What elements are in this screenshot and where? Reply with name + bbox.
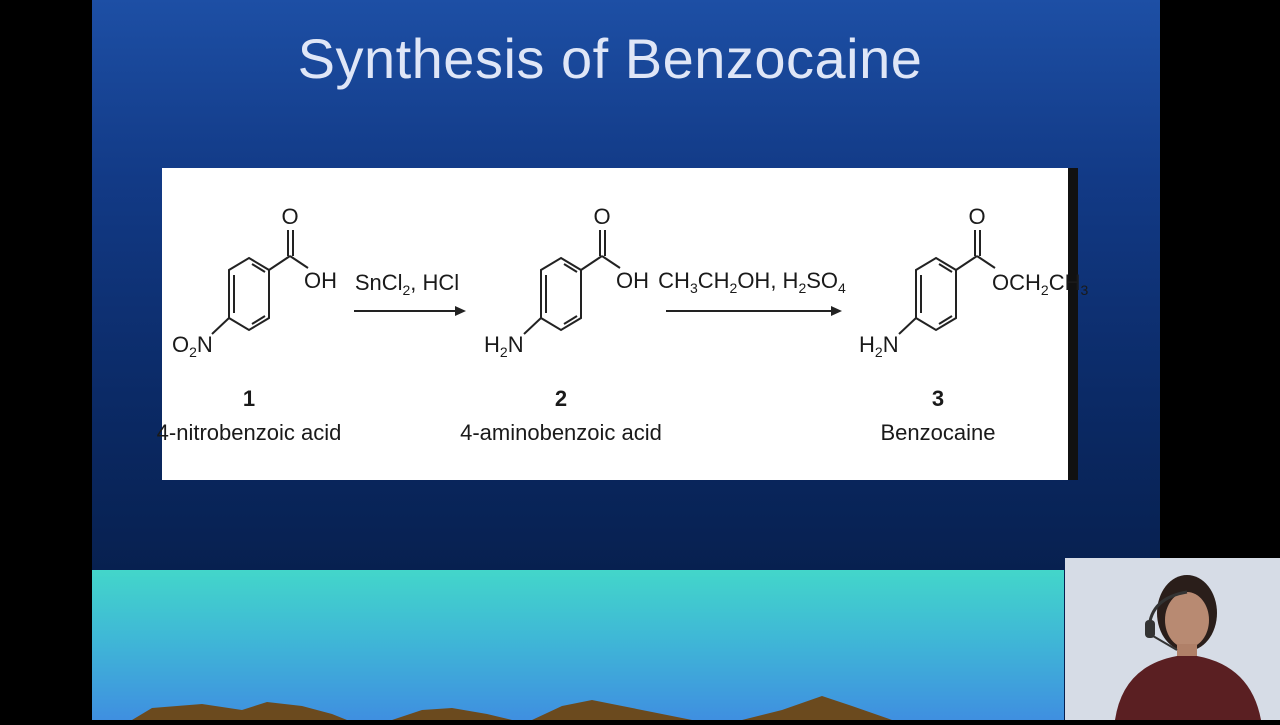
amino-group-label-2: H2N [484, 332, 524, 360]
presenter-webcam-video [1065, 558, 1280, 720]
mountain-silhouette [132, 696, 892, 720]
compound-name-1: 4-nitrobenzoic acid [157, 420, 342, 445]
step-1-reagent: SnCl2, HCl [355, 270, 459, 298]
benzene-ring-1 [211, 230, 309, 335]
carbonyl-oxygen-3: O [968, 204, 985, 229]
arrowhead-1 [455, 306, 466, 316]
presenter-silhouette [1065, 558, 1280, 720]
acid-group-2: OH [616, 268, 649, 293]
reaction-scheme-drawing: O OH O2N 1 4-nitrobenzoic acid SnCl2, HC… [157, 204, 1089, 445]
benzene-ring-2 [523, 230, 621, 335]
slide-title: Synthesis of Benzocaine [297, 27, 923, 90]
compound-number-2: 2 [555, 386, 567, 411]
nitro-group-label: O2N [172, 332, 213, 360]
presentation-slide: Synthesis of Benzocaine [92, 0, 1160, 720]
compound-number-3: 3 [932, 386, 944, 411]
acid-group-1: OH [304, 268, 337, 293]
carbonyl-oxygen-1: O [281, 204, 298, 229]
reaction-scheme: O OH O2N 1 4-nitrobenzoic acid SnCl2, HC… [157, 168, 1089, 480]
compound-name-3: Benzocaine [881, 420, 996, 445]
arrowhead-2 [831, 306, 842, 316]
amino-group-label-3: H2N [859, 332, 899, 360]
slide-background-landscape [92, 570, 1064, 720]
step-2-reagent: CH3CH2OH, H2SO4 [658, 268, 846, 296]
benzene-ring-3 [898, 230, 996, 335]
ester-group-label: OCH2CH3 [992, 270, 1088, 298]
carbonyl-oxygen-2: O [593, 204, 610, 229]
compound-number-1: 1 [243, 386, 255, 411]
compound-name-2: 4-aminobenzoic acid [460, 420, 662, 445]
